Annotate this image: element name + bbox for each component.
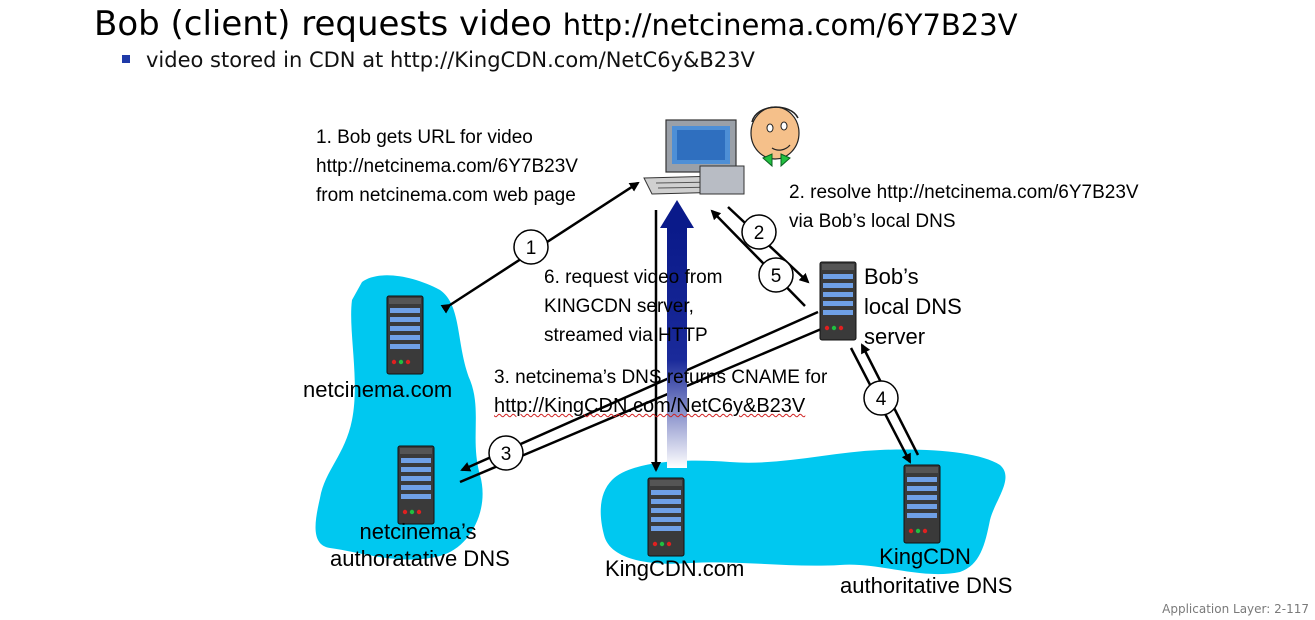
step-2-number: 2 — [754, 223, 765, 244]
client-computer-icon — [643, 119, 745, 195]
step-3-line-2: http://KingCDN.com/NetC6y&B23V — [494, 395, 806, 417]
step-3-number: 3 — [501, 444, 512, 465]
step-1-line-1: 1. Bob gets URL for video — [316, 127, 533, 148]
slide-title: Bob (client) requests video http://netci… — [94, 4, 1018, 44]
kingcdn-dns-label: KingCDN authoritative DNS — [840, 542, 1013, 600]
bullet-item: video stored in CDN at http://KingCDN.co… — [122, 48, 755, 72]
kingcdn-dns-server-icon — [903, 464, 941, 544]
kingcdn-dns-label-line-2: authoritative DNS — [840, 573, 1013, 598]
step-6-line-3: streamed via HTTP — [544, 325, 708, 346]
kingcdn-dns-label-line-1: KingCDN — [879, 544, 971, 569]
netcinema-dns-label-line-2: authoratative DNS — [330, 546, 510, 571]
local-dns-label-line-2: local DNS — [864, 294, 962, 319]
step-6-label: 6. request video from KINGCDN server, st… — [544, 263, 722, 350]
step-4-number: 4 — [876, 389, 887, 410]
local-dns-label-line-1: Bob’s — [864, 264, 919, 289]
title-url: http://netcinema.com/6Y7B23V — [562, 8, 1018, 42]
bullet-text: video stored in CDN at http://KingCDN.co… — [146, 48, 755, 72]
title-text: Bob (client) requests video — [94, 4, 563, 44]
local-dns-label-line-3: server — [864, 324, 926, 349]
step-1-marker: 1 — [513, 229, 549, 265]
kingcdn-label: KingCDN.com — [605, 556, 745, 581]
bob-face-icon — [750, 106, 800, 168]
step-6-line-1: 6. request video from — [544, 267, 723, 288]
step-5-marker: 5 — [758, 257, 794, 293]
netcinema-cloud — [315, 275, 483, 560]
netcinema-label: netcinema.com — [303, 377, 453, 402]
step-2-line-1: 2. resolve http://netcinema.com/6Y7B23V — [789, 182, 1139, 203]
step-1-line-3: from netcinema.com web page — [316, 185, 576, 206]
step-1-line-2: http://netcinema.com/6Y7B23V — [316, 156, 578, 177]
step-3-line-1: 3. netcinema’s DNS returns CNAME for — [494, 367, 828, 388]
slide-footer: Application Layer: 2-117 — [1162, 602, 1309, 616]
step-4-marker: 4 — [863, 380, 899, 416]
netcinema-dns-server-icon — [397, 445, 435, 525]
step-2-label: 2. resolve http://netcinema.com/6Y7B23V … — [789, 178, 1139, 236]
kingcdn-server-icon — [647, 477, 685, 557]
local-dns-label: Bob’s local DNS server — [864, 262, 962, 352]
step-2-line-2: via Bob’s local DNS — [789, 211, 956, 232]
step-3-label: 3. netcinema’s DNS returns CNAME for htt… — [494, 363, 827, 421]
step-1-number: 1 — [526, 238, 537, 259]
local-dns-server-icon — [819, 261, 857, 341]
step-6-line-2: KINGCDN server, — [544, 296, 694, 317]
step-3-marker: 3 — [488, 435, 524, 471]
step-1-label: 1. Bob gets URL for video http://netcine… — [316, 123, 578, 210]
bullet-marker — [122, 55, 130, 63]
netcinema-server-icon — [386, 295, 424, 375]
netcinema-dns-label-line-1: netcinema’s — [359, 519, 477, 544]
step-2-marker: 2 — [741, 214, 777, 250]
step-5-number: 5 — [771, 266, 782, 287]
netcinema-dns-label: netcinema’s authoratative DNS — [330, 518, 510, 572]
